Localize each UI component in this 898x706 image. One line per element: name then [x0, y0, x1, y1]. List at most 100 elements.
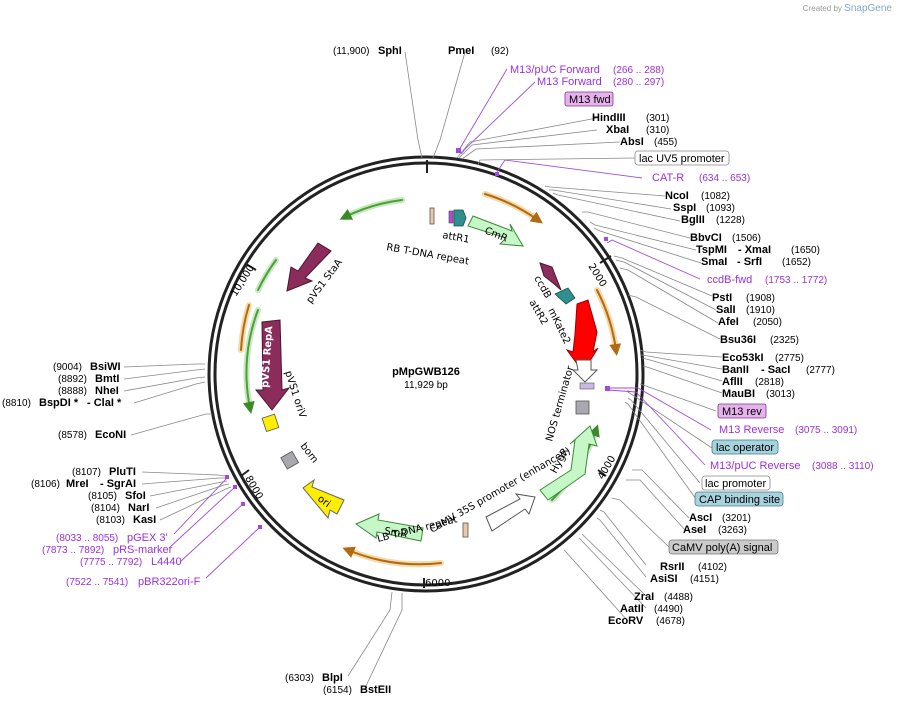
- features: [254, 207, 599, 542]
- repa-arrow: [254, 319, 291, 411]
- track-top-right: [482, 191, 541, 223]
- enzyme-pos-sali: (1910): [746, 305, 775, 316]
- enzyme-asei: AseI: [683, 524, 706, 536]
- primer-m13puc-fwd: M13/pUC Forward: [510, 64, 600, 76]
- enzyme-pluti: PluTI: [109, 466, 136, 478]
- enzyme-sspi: SspI: [673, 202, 696, 214]
- enzyme-pos-hindiii: (301): [646, 113, 669, 124]
- enzyme-blpi: BlpI: [322, 672, 343, 684]
- m13fwd-text: M13 fwd: [569, 94, 611, 106]
- enzyme-bsu36i: Bsu36I: [720, 334, 756, 346]
- cap-text: CAP binding site: [699, 494, 780, 506]
- nos-arrow: [571, 359, 599, 383]
- cap-box: [694, 491, 784, 507]
- enzyme-pos-sfoi: (8105): [88, 491, 117, 502]
- track-right: [594, 287, 619, 353]
- enzyme-pos-psti: (1908): [746, 293, 775, 304]
- enzyme-hindiii: HindIII: [592, 112, 626, 124]
- primer-pos-m13puc-fwd: (266 .. 288): [613, 65, 664, 76]
- ori-arrow: [302, 478, 345, 520]
- m13fwd-box: [564, 91, 614, 107]
- enzyme-pos-sphi: (11,900): [333, 46, 370, 57]
- rb-tdna-box: [429, 207, 435, 225]
- track-top-left: [342, 197, 405, 220]
- enzyme-tspmi: TspMI: [696, 244, 727, 256]
- enzyme-pos-bspdi: (8810): [2, 398, 31, 409]
- primer-m13-reverse: M13 Reverse: [719, 424, 784, 436]
- lacprom-text: lac promoter: [705, 478, 766, 490]
- primer-pgex3: pGEX 3': [127, 532, 168, 544]
- label-bom: bom: [298, 441, 320, 465]
- enzyme-pos-bglii: (1228): [716, 215, 745, 226]
- enzyme-sep-tspmi: - XmaI: [738, 244, 771, 256]
- enzyme-smai: SmaI: [701, 256, 727, 268]
- enzyme-pos-mrei: (8106): [31, 479, 60, 490]
- primer-pos-m13-forward: (280 .. 297): [613, 77, 664, 88]
- enzyme-mrei: MreI: [66, 478, 89, 490]
- enzyme-asisi: AsiSI: [650, 573, 678, 585]
- backbone-outer: [207, 155, 645, 593]
- primer-pos-pbr322ori: (7522 .. 7541): [66, 577, 128, 588]
- plasmid-size: 11,929 bp: [404, 380, 448, 391]
- label-pvs1oriv: pVS1 oriV: [282, 370, 308, 420]
- enzyme-afei: AfeI: [718, 316, 739, 328]
- cmr-arrow: [467, 215, 524, 247]
- enzyme-sep-smai: - SrfI: [737, 256, 762, 268]
- staa-arrow: [286, 242, 332, 292]
- snapgene-logo: SnapGene: [844, 3, 892, 14]
- enzyme-pos-asei: (3263): [718, 525, 747, 536]
- enzyme-maubi: MauBI: [722, 388, 755, 400]
- lacuv5-text: lac UV5 promoter: [639, 153, 725, 165]
- primer-labels: M13/pUC Forward (266 .. 288) M13 Forward…: [42, 64, 874, 588]
- enzyme-pos-absi: (455): [654, 137, 677, 148]
- attr2-arrow: [554, 287, 576, 305]
- enzyme-pos-zrai: (4488): [664, 592, 693, 603]
- enzyme-pos-pmei: (92): [491, 46, 509, 57]
- enzyme-pos-xbai: (310): [646, 125, 669, 136]
- enzyme-rsrii: RsrII: [660, 561, 684, 573]
- enzyme-bsiwi: BsiWI: [90, 361, 121, 373]
- enzyme-sep-banii: - SacI: [761, 364, 790, 376]
- enzyme-eco53ki: Eco53kI: [722, 352, 764, 364]
- enzyme-pos-bsu36i: (2325): [770, 335, 799, 346]
- enzyme-nari: NarI: [128, 502, 149, 514]
- camv35s-arrow: [485, 493, 536, 532]
- enzyme-kasi: KasI: [133, 514, 156, 526]
- tick-marks: [240, 160, 612, 588]
- enzyme-pos-econi: (8578): [58, 430, 87, 441]
- enzyme-pos-banii: (2777): [806, 365, 835, 376]
- enzyme-sep-bspdi: - ClaI *: [87, 397, 122, 409]
- enzyme-sep-mrei: - SgrAI: [100, 478, 136, 490]
- tick-2000: 2000: [585, 262, 608, 289]
- primer-m13-forward: M13 Forward: [537, 76, 602, 88]
- primer-cat-r: CAT-R: [652, 172, 684, 184]
- enzyme-aatii: AatII: [620, 603, 644, 615]
- snapgene-credit: Created by SnapGene: [803, 3, 892, 14]
- primer-ccdb-fwd: ccdB-fwd: [707, 274, 752, 286]
- enzyme-pos-eco53ki: (2775): [775, 353, 804, 364]
- ccdb-arrow: [539, 262, 562, 291]
- primer-pos-pgex3: (8033 .. 8055): [56, 533, 118, 544]
- boxed-labels: M13 fwd lac UV5 promoter M13 rev lac ope…: [564, 91, 784, 555]
- label-attr1: attR1: [441, 230, 470, 246]
- enzyme-pos-asisi: (4151): [690, 574, 719, 585]
- camv-box: [668, 539, 779, 555]
- primer-pos-m13puc-reverse: (3088 .. 3110): [812, 461, 874, 472]
- enzyme-pos-bsiwi: (9004): [53, 362, 82, 373]
- enzyme-pos-bsteii: (6154): [323, 685, 352, 696]
- enzyme-bspdi: BspDI *: [39, 397, 79, 409]
- enzyme-bglii: BglII: [681, 214, 705, 226]
- label-rb: RB T-DNA repeat: [385, 242, 469, 267]
- grey-feature-1: [575, 400, 590, 415]
- oriv-box: [261, 413, 280, 433]
- enzyme-pos-nari: (8104): [91, 503, 120, 514]
- primer-pbr322ori: pBR322ori-F: [138, 576, 201, 588]
- lb-tdna-box: [462, 522, 469, 538]
- enzyme-bsteii: BstEII: [360, 684, 391, 696]
- enzymes-top: (11,900) SphI PmeI (92) HindIII (301) Xb…: [2, 45, 835, 696]
- label-nos: NOS terminator: [544, 364, 576, 443]
- lacprom-box: [701, 475, 771, 491]
- enzyme-bbvci: BbvCI: [690, 232, 722, 244]
- enzyme-pos-asci: (3201): [722, 513, 751, 524]
- enzyme-pos-rsrii: (4102): [698, 562, 727, 573]
